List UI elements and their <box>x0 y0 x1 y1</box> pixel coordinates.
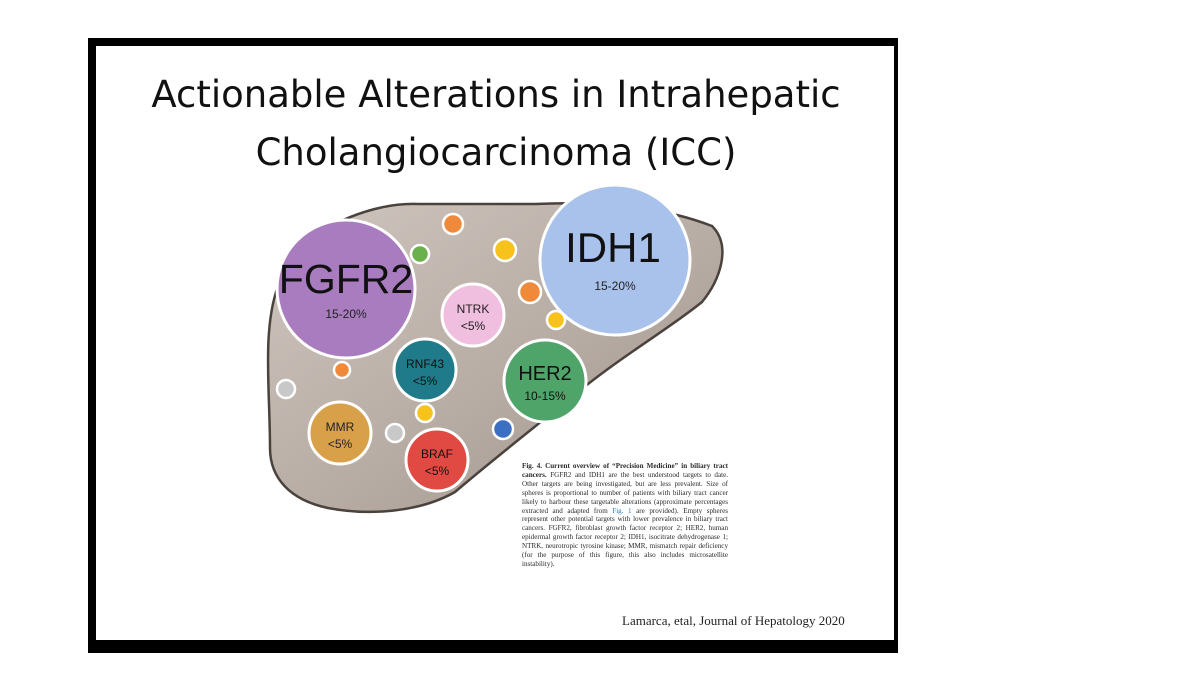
sphere-fgfr2-circle <box>275 218 417 360</box>
sphere-braf: BRAF <5% <box>404 427 470 493</box>
slide-title: Actionable Alterations in Intrahepatic C… <box>96 66 896 182</box>
citation: Lamarca, etal, Journal of Hepatology 202… <box>622 613 845 628</box>
small-sphere <box>414 402 436 424</box>
sphere-her2-label: HER2 <box>518 363 571 385</box>
small-sphere <box>492 237 518 263</box>
caption-figure-link[interactable]: Fig. 1 <box>612 506 632 515</box>
caption-body-1: FGFR2 and IDH1 are the best understood t… <box>522 470 729 515</box>
sphere-mmr-label: MMR <box>326 420 355 434</box>
small-sphere <box>441 212 465 236</box>
sphere-idh1-circle <box>538 183 692 337</box>
small-sphere <box>517 279 543 305</box>
sphere-ntrk-circle <box>440 282 506 348</box>
sphere-her2-value: 10-15% <box>524 389 566 403</box>
sphere-mmr-value: <5% <box>328 437 353 451</box>
sphere-ntrk: NTRK <5% <box>440 282 506 348</box>
sphere-mmr: MMR <5% <box>307 400 373 466</box>
figure-caption: Fig. 4. Current overview of “Precision M… <box>522 462 728 569</box>
sphere-braf-label: BRAF <box>421 447 453 461</box>
small-sphere <box>491 417 515 441</box>
sphere-her2: HER2 10-15% <box>502 338 588 424</box>
sphere-braf-value: <5% <box>425 464 450 478</box>
sphere-rnf43-circle <box>392 337 458 403</box>
sphere-idh1-label: IDH1 <box>565 224 661 271</box>
sphere-fgfr2: FGFR2 15-20% <box>275 218 417 360</box>
small-sphere <box>409 243 431 265</box>
sphere-fgfr2-value: 15-20% <box>325 307 367 321</box>
sphere-braf-circle <box>404 427 470 493</box>
caption-body-2: are provided). Empty spheres represent o… <box>522 506 728 568</box>
title-line-1: Actionable Alterations in Intrahepatic <box>151 73 841 116</box>
sphere-mmr-circle <box>307 400 373 466</box>
title-line-2: Cholangiocarcinoma (ICC) <box>255 131 737 174</box>
sphere-idh1-value: 15-20% <box>594 279 636 293</box>
sphere-idh1: IDH1 15-20% <box>538 183 692 337</box>
small-sphere <box>332 360 352 380</box>
small-sphere <box>275 378 297 400</box>
sphere-her2-circle <box>502 338 588 424</box>
sphere-rnf43-label: RNF43 <box>406 357 444 371</box>
sphere-rnf43-value: <5% <box>413 374 438 388</box>
small-sphere <box>384 422 406 444</box>
sphere-rnf43: RNF43 <5% <box>392 337 458 403</box>
small-sphere <box>545 309 567 331</box>
sphere-ntrk-label: NTRK <box>457 302 490 316</box>
sphere-fgfr2-label: FGFR2 <box>279 256 413 302</box>
sphere-ntrk-value: <5% <box>461 319 486 333</box>
caption-heading: Fig. 4. Current overview of “Precision M… <box>522 462 728 479</box>
